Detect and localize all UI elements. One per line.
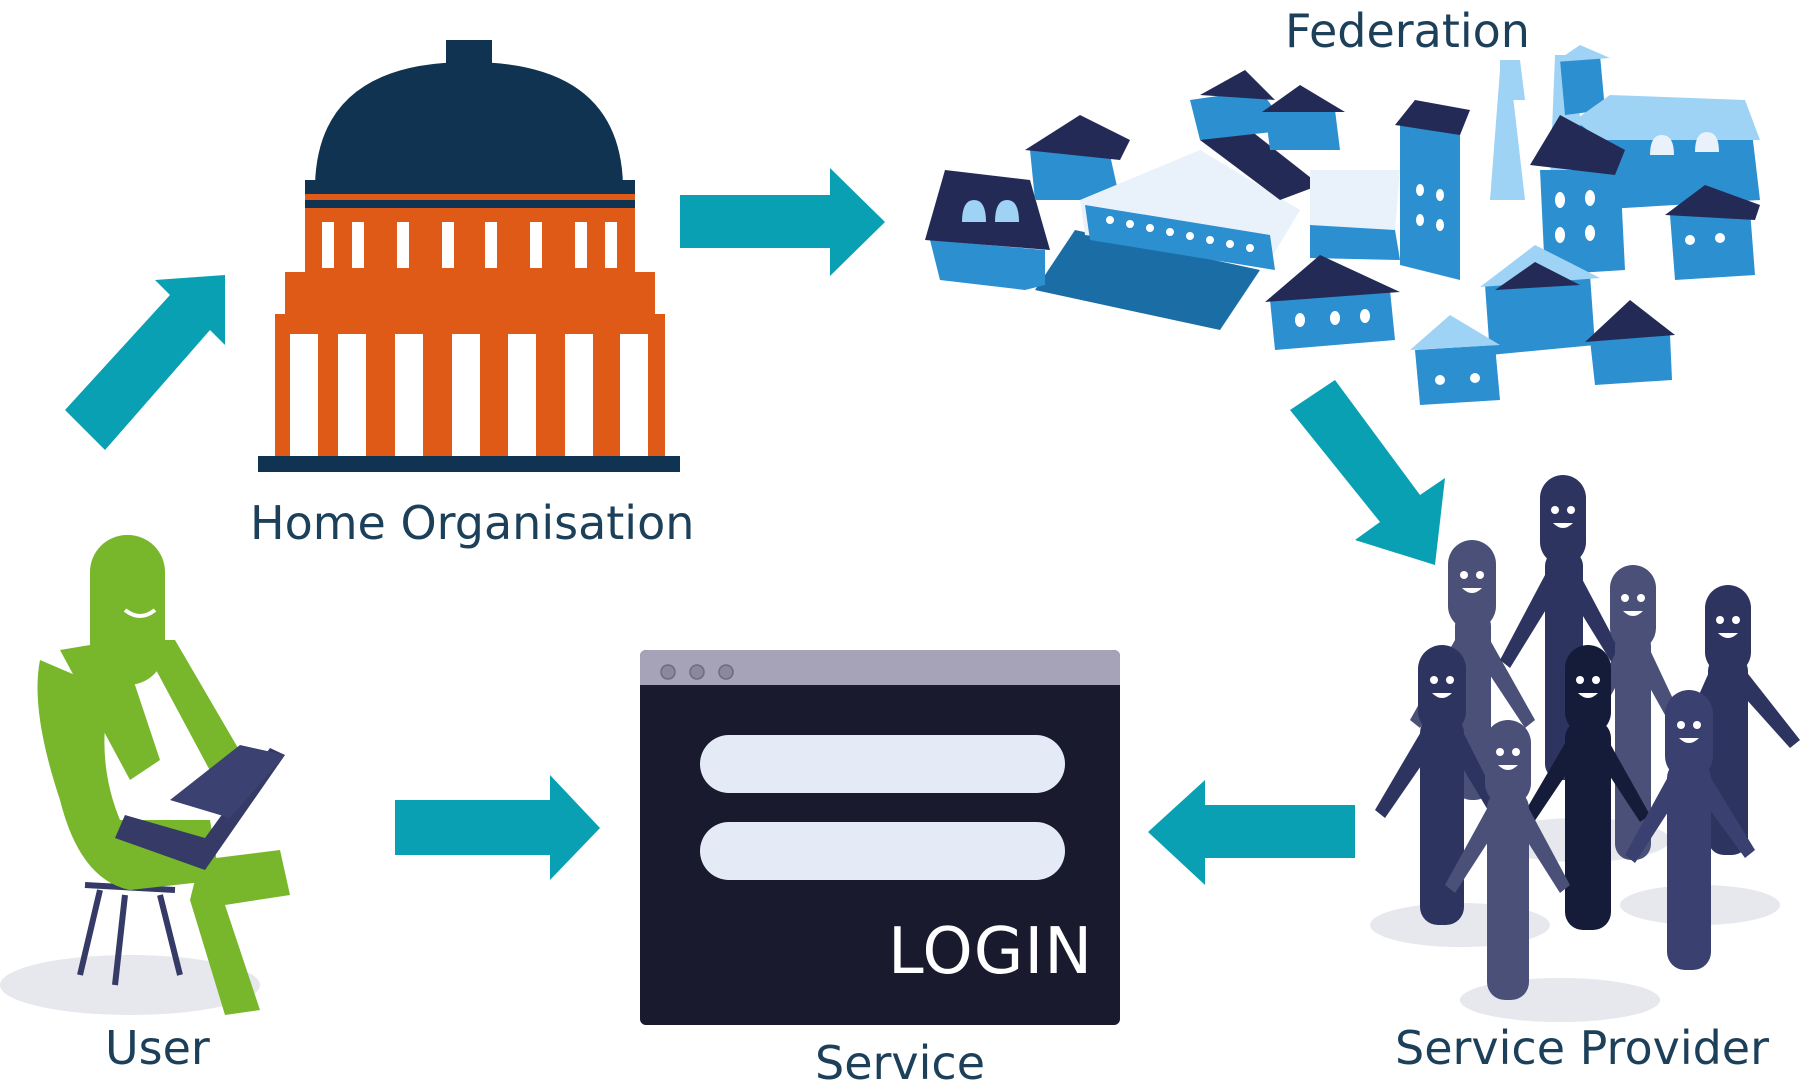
user-label: User bbox=[105, 1021, 210, 1075]
person-8 bbox=[1625, 690, 1755, 970]
service-provider-people-icon bbox=[1370, 475, 1800, 1022]
arrow-service-provider-to-service bbox=[1148, 780, 1355, 885]
user-figure-icon bbox=[0, 535, 290, 1015]
person-6 bbox=[1520, 645, 1650, 930]
federation-houses-icon bbox=[925, 45, 1760, 405]
arrow-user-to-service bbox=[395, 775, 600, 880]
home-organisation-label: Home Organisation bbox=[250, 496, 695, 550]
arrow-user-to-home bbox=[65, 275, 225, 450]
username-input[interactable] bbox=[700, 735, 1065, 793]
arrow-home-to-federation bbox=[680, 168, 885, 276]
login-window bbox=[640, 650, 1120, 1025]
federation-label: Federation bbox=[1285, 4, 1530, 58]
window-controls bbox=[660, 664, 734, 680]
service-label: Service bbox=[815, 1036, 986, 1090]
person-7 bbox=[1445, 720, 1570, 1000]
service-provider-label: Service Provider bbox=[1395, 1021, 1770, 1075]
home-organisation-building-icon bbox=[258, 40, 680, 472]
login-button[interactable]: LOGIN bbox=[888, 915, 1094, 989]
arrow-federation-to-service-provider bbox=[1290, 380, 1445, 565]
password-input[interactable] bbox=[700, 822, 1065, 880]
laptop-icon bbox=[115, 745, 285, 870]
person-5 bbox=[1375, 645, 1505, 925]
